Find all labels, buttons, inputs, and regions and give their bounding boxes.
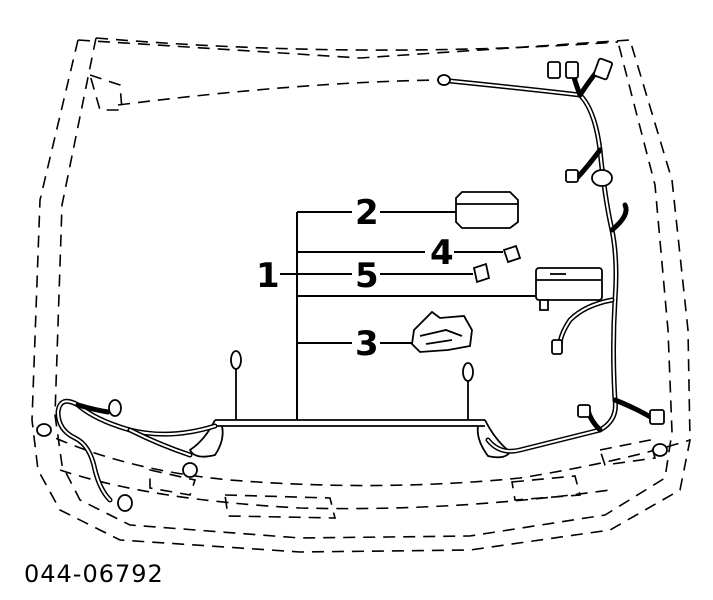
fuse-box-cover [455,191,519,229]
relay-5 [472,262,491,284]
callout-1: 1 [256,256,280,296]
callout-4: 4 [430,233,454,273]
callout-2: 2 [355,193,379,233]
radiator-support-bar [188,419,512,459]
callout-5: 5 [355,256,379,296]
fuse-holder-bracket [411,310,473,353]
relay-4 [502,244,522,264]
callout-3: 3 [355,324,379,364]
wire-harness-right [437,67,658,454]
relay-block [535,267,603,311]
part-code: 044-06792 [24,560,164,588]
hood-outline [31,37,691,553]
leader-lines [280,211,536,420]
connectors [36,57,668,512]
wire-harness-left [55,398,218,503]
